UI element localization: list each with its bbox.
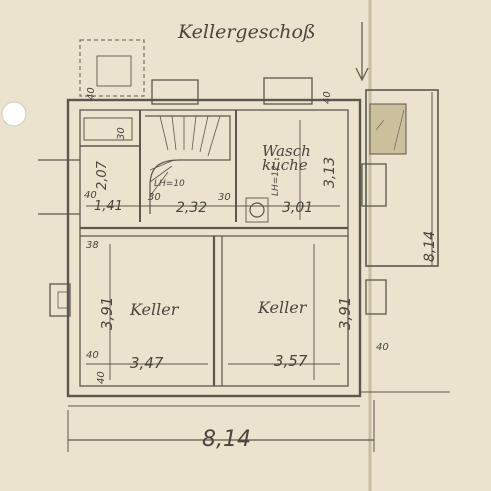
dim-overall-width: 8,14 [202,427,251,452]
dim-wall-40f: 40 [96,371,107,384]
annex-hatch [375,119,385,131]
window-left [49,283,71,317]
dim-stair-width: 2,32 [176,200,207,216]
punch-hole [1,101,27,127]
dim-wall-30b: 30 [218,192,231,203]
dim-wash-height: 3,13 [322,157,338,188]
annex-hatch-2 [393,109,405,151]
dim-cellar-left-width: 3,47 [130,354,164,372]
room-label-cellar-right: Keller [257,298,308,317]
room-label-wash-line1: Wasch [262,142,311,160]
dim-ceiling-wash: LH=12 [271,165,281,196]
small-compartment [83,117,133,141]
window-left-inner [57,291,69,309]
staircase-outline [145,115,231,214]
dim-left-small-height: 2,07 [95,160,110,190]
dim-wall-40c: 40 [86,350,99,361]
dim-wall-30c: 30 [116,127,127,140]
room-label-wash-line2: küche [262,156,308,174]
dim-cellar-right-width: 3,57 [274,352,308,370]
dim-cellar-right-height: 3,91 [336,297,354,330]
dim-wall-40a: 40 [86,87,97,100]
room-label-cellar-left: Keller [129,300,180,319]
dim-cellar-left-height: 3,91 [98,297,116,330]
chimney-right [263,77,313,105]
boiler-frame [245,197,269,223]
light-well-inner [96,55,132,87]
plan-title: Kellergeschoß [177,21,316,43]
dim-wall-38: 38 [86,240,99,251]
dim-left-small-width: 1,41 [94,199,123,214]
light-well-top-left [79,39,145,97]
outer-wall [66,98,362,398]
window-right [365,279,387,315]
boiler-fixture [249,202,265,218]
chimney-left [151,79,199,105]
dim-annex-height: 8,14 [422,231,438,262]
dim-ceiling-stair: LH=10 [154,179,185,189]
stair-treads [149,115,221,197]
dim-wash-width: 3,01 [282,200,313,216]
dim-wall-30a: 30 [148,192,161,203]
fold-arrow-head [355,67,369,82]
window-wash [361,163,387,207]
annex-outline [365,89,439,267]
dim-wall-40b: 40 [84,190,97,201]
dim-wall-40e: 40 [322,91,333,104]
annex-hatched-area [369,103,407,155]
dim-wall-40d: 40 [376,342,389,353]
